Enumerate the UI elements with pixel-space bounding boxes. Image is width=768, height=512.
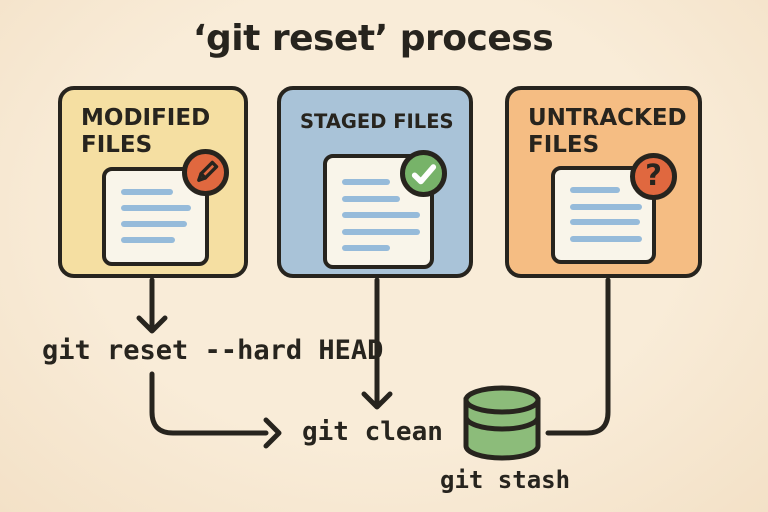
check-icon — [411, 163, 436, 184]
box-label: UNTRACKED FILES — [528, 105, 687, 158]
pencil-badge — [182, 149, 229, 196]
box-untracked-files: UNTRACKED FILES ? — [505, 86, 702, 278]
document-icon — [551, 166, 656, 264]
question-badge: ? — [630, 153, 677, 200]
command-git-stash: git stash — [440, 466, 571, 494]
check-badge — [400, 150, 447, 197]
pencil-icon — [196, 160, 218, 182]
page-title: ‘git reset’ process — [192, 18, 554, 59]
arrow-reset-to-clean — [149, 371, 282, 449]
command-git-clean: git clean — [302, 417, 443, 447]
box-label: STAGED FILES — [300, 110, 454, 133]
command-git-reset: git reset --hard HEAD — [42, 335, 384, 366]
connector-untracked-to-stash — [545, 277, 611, 436]
database-cylinder-icon — [463, 385, 541, 461]
arrow-staged-down — [361, 277, 393, 410]
box-label: MODIFIED FILES — [81, 105, 211, 158]
arrow-modified-down — [136, 277, 168, 334]
box-staged-files: STAGED FILES — [277, 86, 473, 278]
box-modified-files: MODIFIED FILES — [58, 86, 248, 278]
question-mark-icon: ? — [645, 158, 662, 192]
